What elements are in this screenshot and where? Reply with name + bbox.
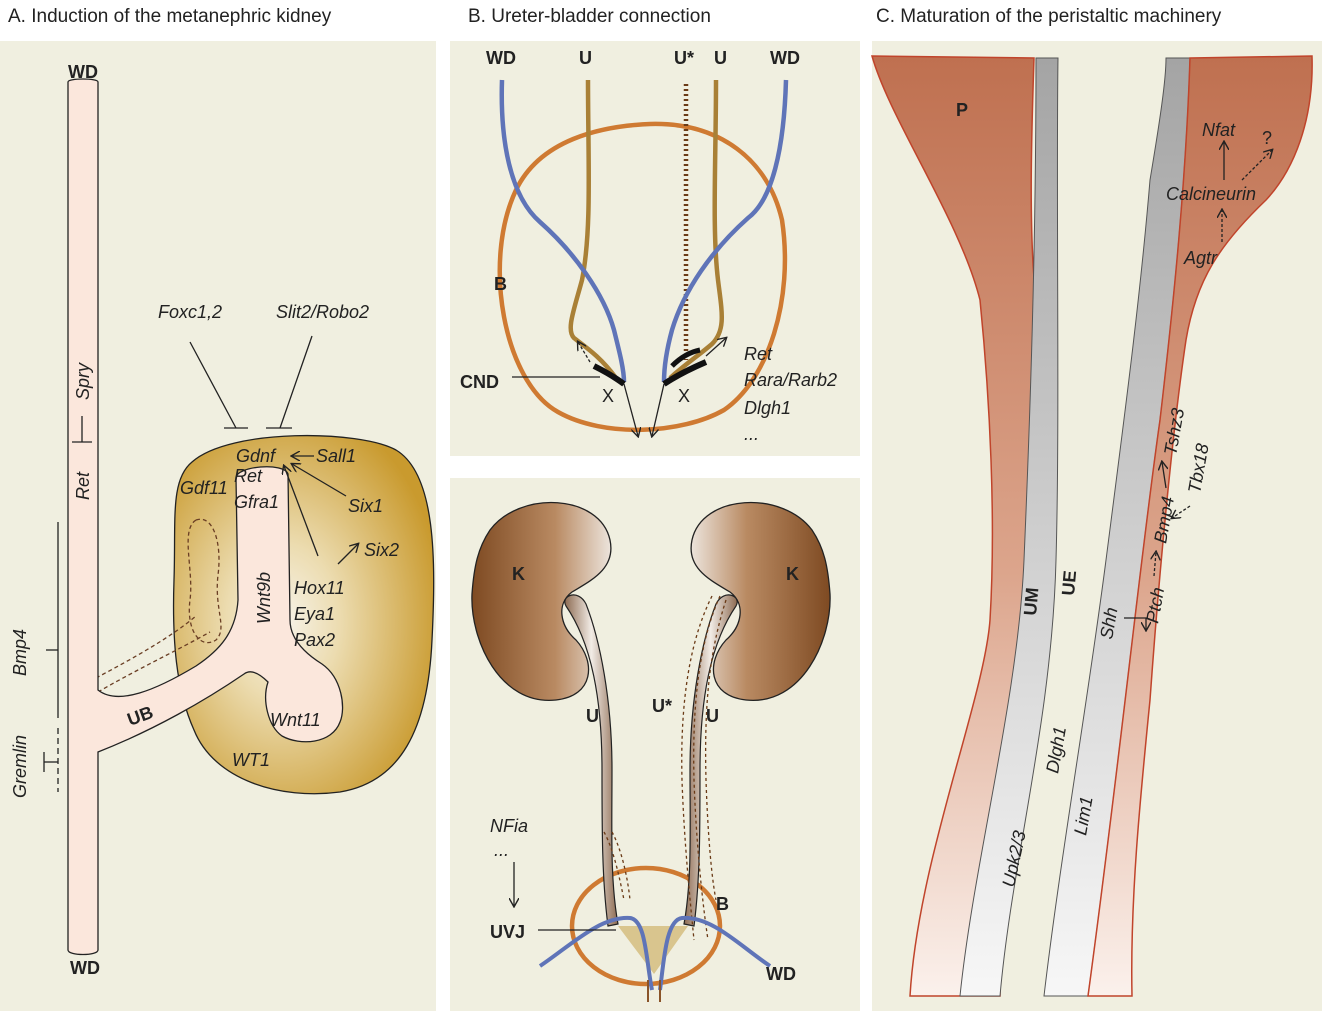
label-gremlin: Gremlin <box>10 735 30 798</box>
label-b-top: B <box>494 274 507 294</box>
label-dlgh1-b: Dlgh1 <box>744 398 791 418</box>
label-cnd: CND <box>460 372 499 392</box>
label-u-left-top: U <box>579 48 592 68</box>
label-ret-duct: Ret <box>73 471 93 500</box>
label-p: P <box>956 100 968 120</box>
panel-a-diagram: WD WD UB Spry Ret Bmp4 Gremlin Foxc1,2 S… <box>10 62 434 978</box>
label-wd-bottom: WD <box>766 964 796 984</box>
label-bmp4: Bmp4 <box>10 629 30 676</box>
label-wd-bottom: WD <box>70 958 100 978</box>
label-nfat: Nfat <box>1202 120 1236 140</box>
panel-c-diagram: P Nfat ? Calcineurin Agtr Tshz3 Bmp4 Tbx… <box>872 56 1312 996</box>
label-eya1: Eya1 <box>294 604 335 624</box>
label-tbx18: Tbx18 <box>1184 442 1212 495</box>
label-gdnf: Gdnf <box>236 446 277 466</box>
label-rara: Rara/Rarb2 <box>744 370 837 390</box>
label-six2: Six2 <box>364 540 399 560</box>
label-dlgh1-c: Dlgh1 <box>1042 725 1070 775</box>
label-u-right-bottom: U <box>706 706 719 726</box>
label-wd-left-top: WD <box>486 48 516 68</box>
uvj-triangle <box>618 926 688 974</box>
label-u-left-bottom: U <box>586 706 599 726</box>
label-b-bottom: B <box>716 894 729 914</box>
label-slit: Slit2/Robo2 <box>276 302 369 322</box>
kidney-right <box>691 503 830 701</box>
label-foxc: Foxc1,2 <box>158 302 222 322</box>
label-x-right: X <box>678 386 690 406</box>
slit-inhibition-line <box>280 336 312 428</box>
label-u-right-top: U <box>714 48 727 68</box>
label-sall1: Sall1 <box>316 446 356 466</box>
wolffian-duct-left-top <box>502 80 624 382</box>
label-hox11: Hox11 <box>294 578 345 598</box>
label-wnt9b: Wnt9b <box>254 572 274 624</box>
label-nfia: NFia <box>490 816 528 836</box>
label-ret-b: Ret <box>744 344 773 364</box>
label-ret-bud: Ret <box>234 466 263 486</box>
panel-b-bottom-diagram: K K U U* U NFia ... UVJ B WD <box>472 503 830 1002</box>
label-six1: Six1 <box>348 496 383 516</box>
label-wnt11: Wnt11 <box>270 710 321 730</box>
label-u-star-bottom: U* <box>652 696 672 716</box>
label-gfra1: Gfra1 <box>234 492 279 512</box>
label-calcineurin: Calcineurin <box>1166 184 1256 204</box>
label-um: UM <box>1020 587 1042 617</box>
label-uvj: UVJ <box>490 922 525 942</box>
panel-b-top-diagram: WD U U* U WD B CND X X Ret Rara/Rarb2 Dl… <box>460 48 837 444</box>
label-wd-top: WD <box>68 62 98 82</box>
label-k-left: K <box>512 564 525 584</box>
label-k-right: K <box>786 564 799 584</box>
dotted-left-short-2 <box>612 832 630 900</box>
label-question: ? <box>1262 128 1272 148</box>
label-agtr: Agtr <box>1183 248 1218 268</box>
label-ellipsis-bottom: ... <box>494 840 509 860</box>
label-spry: Spry <box>73 362 93 400</box>
label-pax2: Pax2 <box>294 630 335 650</box>
label-ellipsis-b: ... <box>744 424 759 444</box>
kidney-left <box>472 503 611 701</box>
foxc-inhibition-line <box>190 342 236 428</box>
label-x-left: X <box>602 386 614 406</box>
label-gdf11: Gdf11 <box>180 478 228 498</box>
label-ue: UE <box>1058 570 1080 597</box>
bladder-outline-top <box>500 124 785 430</box>
ureter-left-top <box>571 80 616 378</box>
label-wd-right-top: WD <box>770 48 800 68</box>
label-wt1: WT1 <box>232 750 270 770</box>
label-u-star-top: U* <box>674 48 694 68</box>
